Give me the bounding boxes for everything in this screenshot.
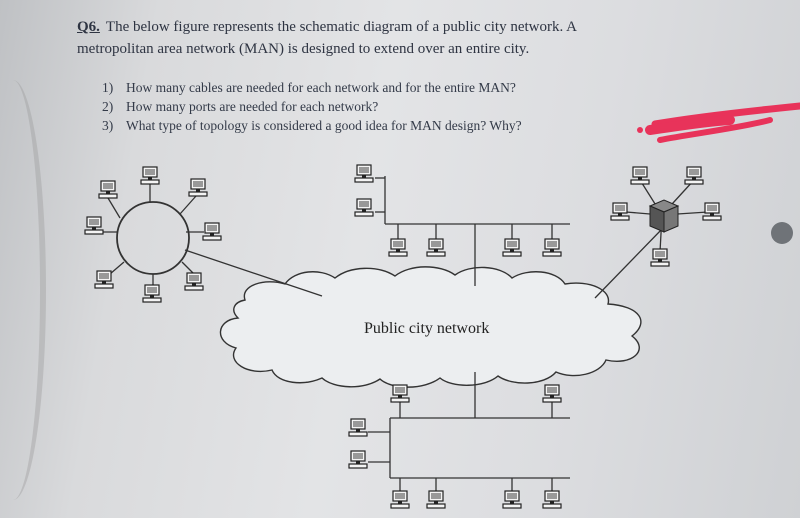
item-text: How many ports are needed for each netwo… <box>126 99 379 114</box>
question-items: 1) How many cables are needed for each ne… <box>102 78 662 135</box>
hub-cube-icon <box>648 199 680 233</box>
star-network <box>610 166 722 267</box>
ring-network <box>84 166 222 303</box>
paper-fold-shadow <box>0 80 46 500</box>
question-text: Q6. The below figure represents the schem… <box>77 16 697 60</box>
cloud-label: Public city network <box>364 320 490 337</box>
question-number: Q6. <box>77 19 100 35</box>
question-line-1-text: The below figure represents the schemati… <box>105 19 578 35</box>
item-text: How many cables are needed for each netw… <box>126 80 516 95</box>
ring-to-cloud-link <box>184 249 323 297</box>
punch-hole <box>771 222 793 244</box>
star-to-cloud-link <box>594 227 664 299</box>
public-cloud <box>219 266 642 388</box>
item-number: 3) <box>102 118 114 133</box>
question-item: 1) How many cables are needed for each ne… <box>102 78 662 97</box>
red-marker-scribble <box>637 102 800 143</box>
item-number: 1) <box>102 80 114 95</box>
question-item: 2) How many ports are needed for each net… <box>102 97 662 116</box>
item-number: 2) <box>102 99 114 114</box>
question-item: 3) What type of topology is considered a … <box>102 116 662 135</box>
bus-network-bottom <box>348 384 570 509</box>
bus-network-top <box>354 164 570 257</box>
item-text: What type of topology is considered a go… <box>126 118 522 133</box>
question-line-2: metropolitan area network (MAN) is desig… <box>77 41 530 57</box>
question-line-1: Q6. The below figure represents the schem… <box>77 16 697 38</box>
